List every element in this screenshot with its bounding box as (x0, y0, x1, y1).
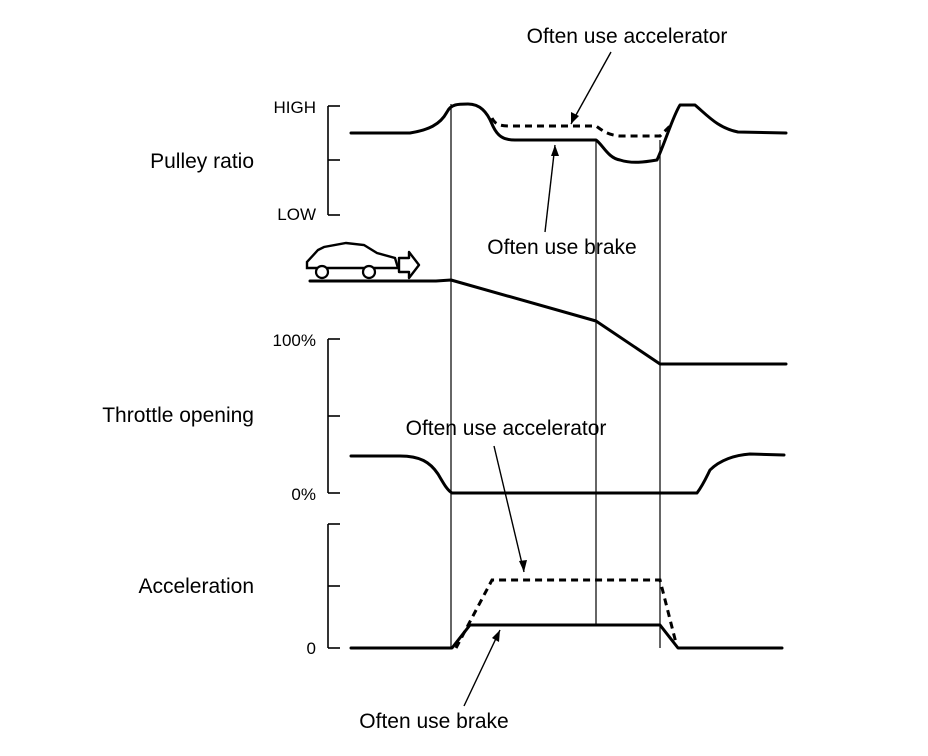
throttle-opening-curve (349, 452, 786, 495)
acceleration-accelerator-curve (454, 578, 678, 649)
vehicle-speed-section (305, 241, 788, 366)
acceleration-label: Acceleration (138, 575, 254, 598)
throttle-min-label: 0% (291, 485, 316, 504)
pulley-ratio-accelerator-curve (490, 117, 672, 138)
acceleration-axis (327, 523, 340, 649)
acceleration-brake-note: Often use brake (359, 710, 508, 733)
throttle-opening-label: Throttle opening (102, 404, 254, 427)
pulley-high-label: HIGH (274, 98, 317, 117)
pulley-brake-arrow (544, 144, 556, 233)
pulley-accelerator-note: Often use accelerator (527, 25, 728, 48)
pulley-ratio-label: Pulley ratio (150, 150, 254, 173)
acceleration-zero-label: 0 (307, 639, 316, 658)
acceleration-section: Acceleration 0 Often use brake (138, 523, 784, 733)
time-markers (450, 104, 661, 648)
pulley-ratio-axis (327, 105, 340, 216)
pulley-ratio-section: Pulley ratio HIGH LOW Often use accelera… (150, 25, 788, 259)
acceleration-brake-arrow (463, 629, 501, 707)
throttle-accelerator-note: Often use accelerator (406, 417, 607, 440)
throttle-max-label: 100% (273, 331, 316, 350)
throttle-opening-axis (327, 338, 340, 494)
throttle-accelerator-arrow (493, 445, 525, 573)
pulley-brake-note: Often use brake (487, 236, 636, 259)
car-with-arrow-icon (305, 241, 421, 280)
pulley-low-label: LOW (277, 205, 316, 224)
pulley-accelerator-arrow (570, 51, 612, 125)
acceleration-brake-curve (349, 623, 784, 650)
throttle-opening-section: Throttle opening 100% 0% Often use accel… (102, 331, 786, 573)
vehicle-speed-curve (308, 278, 788, 366)
pulley-ratio-brake-curve (349, 102, 788, 164)
